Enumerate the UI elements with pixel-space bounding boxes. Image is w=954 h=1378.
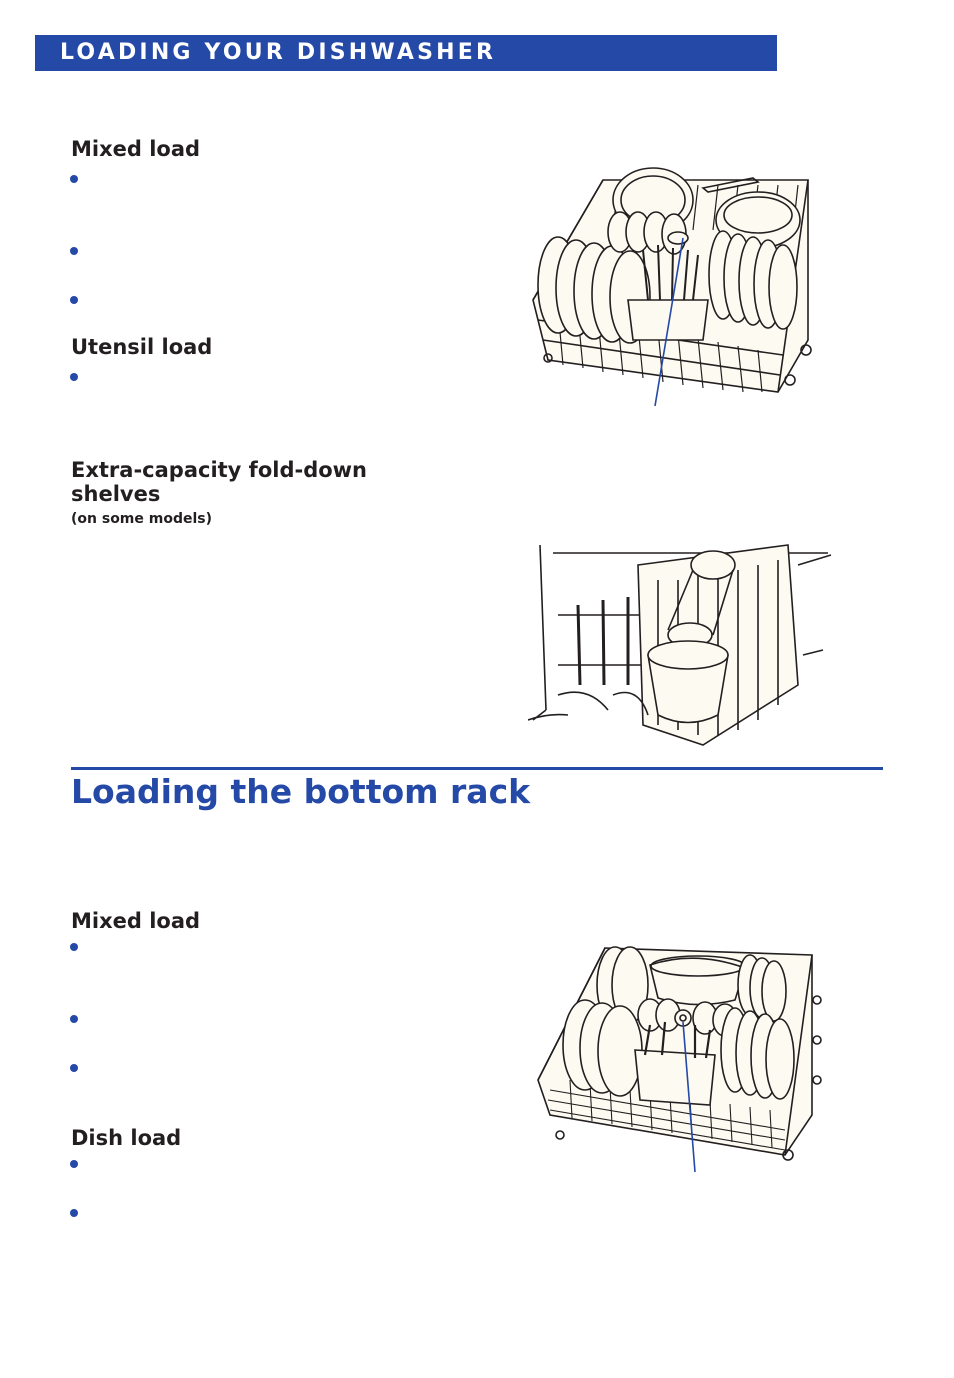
shelves-heading-line1: Extra-capacity fold-down: [71, 458, 367, 482]
bullet-marker: [70, 943, 78, 951]
utensil-load-heading: Utensil load: [71, 335, 213, 359]
bullet-marker: [70, 1064, 78, 1072]
bullet-marker: [70, 1160, 78, 1168]
shelves-model-note: (on some models): [71, 511, 213, 527]
bullet-marker: [70, 1015, 78, 1023]
mixed-load-heading: Mixed load: [71, 137, 201, 161]
bottom-rack-title: Loading the bottom rack: [71, 772, 531, 811]
section-divider: [71, 767, 883, 770]
shelves-heading-line2: shelves: [71, 482, 161, 506]
section-banner: LOADING YOUR DISHWASHER: [35, 35, 777, 71]
dish-load-heading: Dish load: [71, 1126, 182, 1150]
top-rack-mixed-load-illustration: [528, 160, 818, 410]
fold-down-shelves-illustration: [528, 535, 836, 750]
bottom-mixed-load-heading: Mixed load: [71, 909, 201, 933]
bullet-marker: [70, 373, 78, 381]
bullet-marker: [70, 1209, 78, 1217]
bottom-rack-mixed-load-illustration: [530, 940, 822, 1185]
bullet-marker: [70, 175, 78, 183]
bullet-marker: [70, 247, 78, 255]
bullet-marker: [70, 296, 78, 304]
